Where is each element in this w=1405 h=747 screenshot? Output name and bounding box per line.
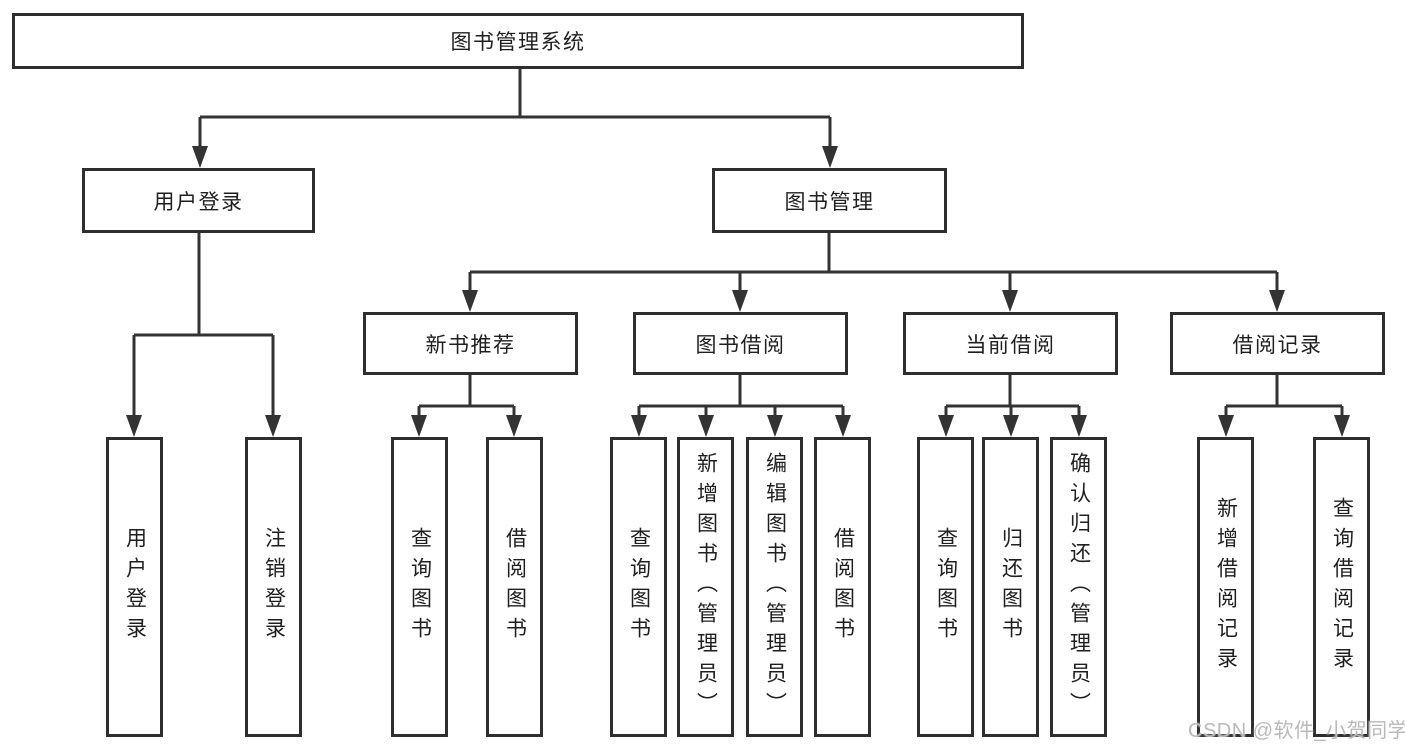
node-library-system: 图书管理系统 (12, 13, 1024, 69)
node-new-book-recommendation: 新书推荐 (363, 312, 578, 375)
node-user-login: 用户登录 (82, 168, 315, 233)
leaf-logout: 注销登录 (245, 437, 302, 737)
leaf-query-books: 查询图书 (917, 437, 974, 737)
leaf-label: 借阅图书 (831, 527, 855, 647)
node-current-borrowing: 当前借阅 (903, 312, 1118, 375)
node-book-management: 图书管理 (712, 168, 947, 233)
watermark: CSDN @软件_小贺同学 (1188, 720, 1405, 742)
leaf-add-borrow-record: 新增借阅记录 (1197, 437, 1254, 737)
leaf-return-books: 归还图书 (982, 437, 1039, 737)
leaf-label: 用户登录 (123, 527, 147, 647)
leaf-borrow-books: 借阅图书 (814, 437, 871, 737)
leaf-confirm-return-admin: 确认归还（管理员） (1050, 437, 1107, 737)
leaf-query-borrow-record: 查询借阅记录 (1313, 437, 1370, 737)
leaf-label: 新增借阅记录 (1214, 497, 1238, 677)
leaf-label: 查询图书 (627, 527, 651, 647)
leaf-edit-book-admin: 编辑图书（管理员） (746, 437, 803, 737)
node-borrowing-records: 借阅记录 (1170, 312, 1385, 375)
leaf-query-books: 查询图书 (391, 437, 448, 737)
leaf-label: 查询图书 (408, 527, 432, 647)
leaf-label: 编辑图书（管理员） (763, 452, 787, 722)
leaf-label: 确认归还（管理员） (1067, 452, 1091, 722)
leaf-label: 借阅图书 (503, 527, 527, 647)
leaf-add-book-admin: 新增图书（管理员） (677, 437, 734, 737)
leaf-label: 查询图书 (934, 527, 958, 647)
leaf-query-books: 查询图书 (610, 437, 667, 737)
node-book-borrowing: 图书借阅 (633, 312, 848, 375)
leaf-user-login: 用户登录 (106, 437, 163, 737)
leaf-borrow-books: 借阅图书 (486, 437, 543, 737)
leaf-label: 新增图书（管理员） (694, 452, 718, 722)
leaf-label: 查询借阅记录 (1330, 497, 1354, 677)
leaf-label: 注销登录 (262, 527, 286, 647)
leaf-label: 归还图书 (999, 527, 1023, 647)
